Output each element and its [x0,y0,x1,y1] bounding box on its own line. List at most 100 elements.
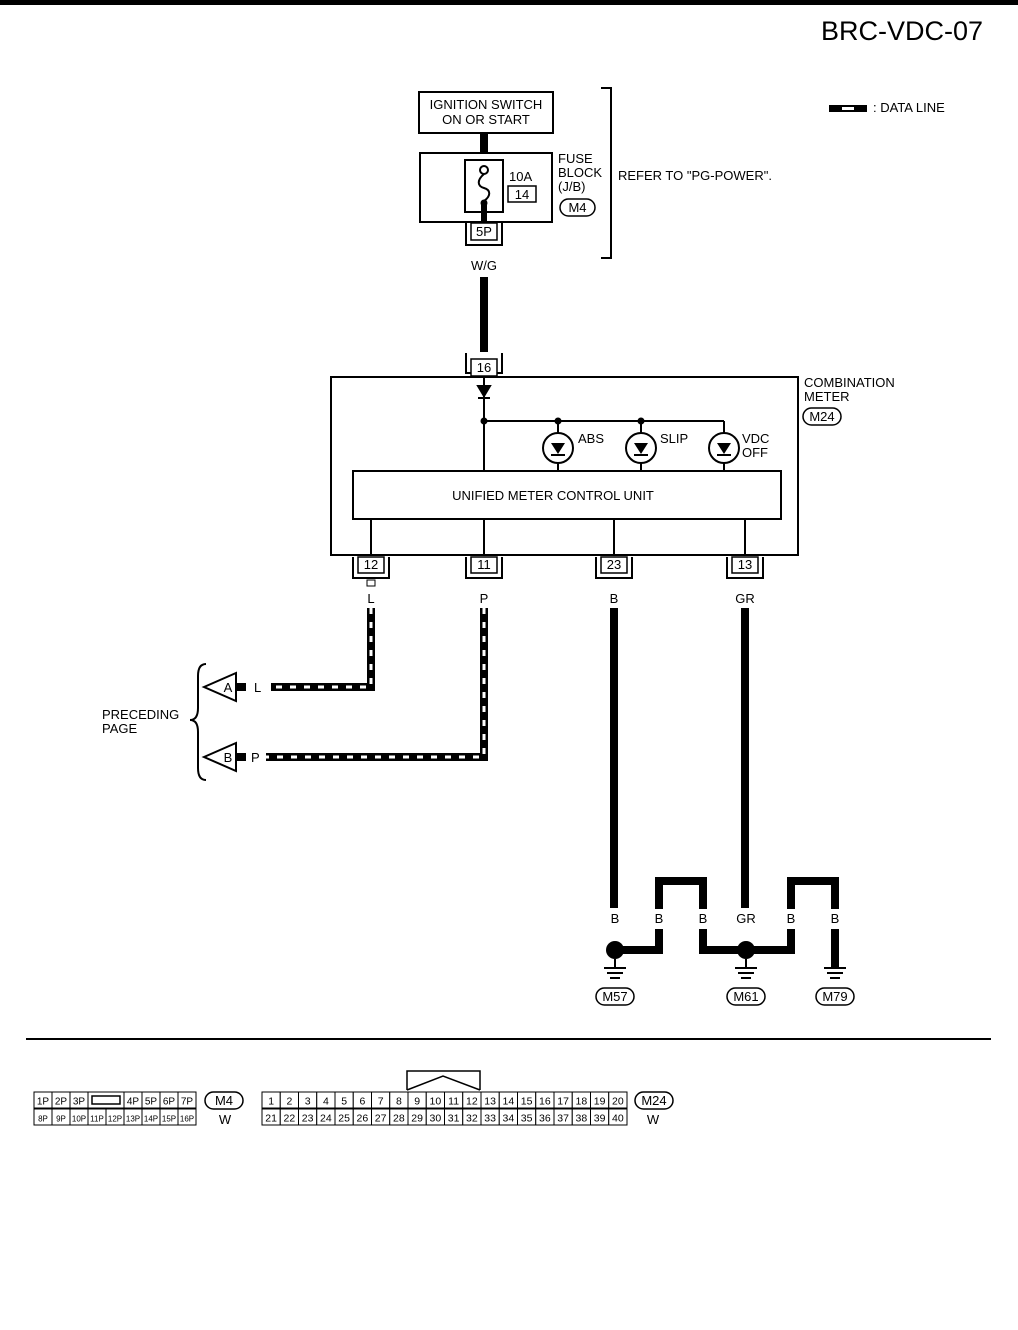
connector-pin [608,1091,628,1109]
fuse-number: 14 [515,187,529,202]
connector-pin-label: 13P [126,1115,140,1124]
connector-pin-label: 9P [56,1115,66,1124]
connector-key-slot [91,1095,121,1105]
meter-connector-id: M24 [809,409,834,424]
ignition-switch: IGNITION SWITCH ON OR START [418,91,554,134]
connector-pin-label: 40 [612,1113,624,1125]
connector-pin-label: 19 [594,1096,606,1108]
connector-pin-label: 5 [341,1096,347,1108]
connector-pin-label: 25 [338,1113,350,1125]
combination-meter [330,376,799,556]
svg-text:23: 23 [607,557,621,572]
refer-bracket [601,87,612,259]
data-line-legend: : DATA LINE [829,100,945,115]
connector-pin-label: 17 [557,1096,569,1108]
terminal-12: 12 [352,556,390,579]
ground-wire-label: B [831,911,840,926]
terminal-5p: 5P [465,222,503,246]
fuse-title-3: (J/B) [558,179,585,194]
connector-pin-label: 2 [286,1096,292,1108]
connector-pin-label: 29 [411,1113,423,1125]
slip-indicator-lamp-icon [625,432,657,464]
connector-pin-label: 14 [503,1096,515,1108]
m24-connector-color: W [647,1112,660,1127]
connector-pin-label: 35 [521,1113,533,1125]
fuse-element-icon [477,173,491,202]
m4-connector-color: W [219,1112,232,1127]
connector-pin [177,1108,197,1126]
connector-pin-label: 10P [72,1115,86,1124]
ignition-label-2: ON OR START [442,112,530,127]
connector-pin-label: 1 [268,1096,274,1108]
connector-pin-label: 11 [448,1096,459,1108]
ground-m61: M61 [726,941,766,1006]
connector-pin-label: 8 [396,1096,402,1108]
connector-pin-label: 10 [430,1096,442,1108]
connector-pin-label: 23 [302,1113,314,1125]
data-line-l [271,579,376,691]
ground-wire-label: B [699,911,708,926]
connector-pin-label: 6 [359,1096,365,1108]
data-line-p [266,608,488,761]
connector-pin-label: 4 [323,1096,329,1108]
svg-text:12: 12 [364,557,378,572]
connector-a-arrow-icon[interactable] [201,671,246,703]
abs-lamp-label: ABS [578,431,604,446]
connector-pin-label: 7 [378,1096,384,1108]
m4-connector-badge [204,1091,244,1110]
connector-pin-label: 30 [430,1113,442,1125]
connector-pin-label: 3 [305,1096,311,1108]
connector-pin-label: 22 [284,1113,296,1125]
vdc-lamp-label-2: OFF [742,445,768,460]
slip-lamp-label: SLIP [660,431,688,446]
svg-text:11: 11 [477,557,491,572]
connector-pin-label: 24 [320,1113,332,1125]
connector-pin-label: 20 [612,1096,624,1108]
m24-connector-badge [634,1091,674,1110]
ground-connector-id: M57 [602,989,627,1004]
ground-jumper-1 [615,877,746,954]
connector-pin-label: 9 [414,1096,420,1108]
power-wire-wg [480,277,488,352]
connector-pin-label: 3P [73,1097,86,1108]
meter-connector-badge [802,407,842,426]
wire-color-b: B [610,591,619,606]
connector-pin-label: 31 [448,1113,460,1125]
m4-connector-id: M4 [215,1093,233,1108]
fuse-connector-id: M4 [568,200,586,215]
connector-pin-label: 18 [576,1096,588,1108]
connector-pin-label: 38 [576,1113,588,1125]
terminal-13: 13 [726,556,764,579]
connector-pin-label: 14P [144,1115,158,1124]
connector-pin-label: 15P [162,1115,176,1124]
wire-color-gr: GR [735,591,755,606]
connector-pin-label: 36 [539,1113,551,1125]
fuse-amp: 10A [509,169,532,184]
connector-a-label: A [224,680,233,695]
connector-pin-label: 6P [163,1097,176,1108]
connector-pin-label: 5P [145,1097,158,1108]
meter-title-1: COMBINATION [804,375,895,390]
abs-warning-lamp-icon [542,432,574,464]
connector-pin-label: 12 [466,1096,478,1108]
ground-m79: M79 [815,967,855,1006]
connector-pin-label: 13 [484,1096,496,1108]
page-id: BRC-VDC-07 [821,16,983,46]
preceding-page-brace [189,663,207,781]
ground-wire-label: B [787,911,796,926]
preceding-page-label-2: PAGE [102,721,137,736]
wire-gr-m61 [741,608,749,908]
connector-pin-label: 4P [127,1097,140,1108]
terminal-23: 23 [595,556,633,579]
connector-b-arrow-icon[interactable] [201,741,246,773]
connector-pin-label: 26 [357,1113,369,1125]
connector-a-wire: L [254,680,261,695]
unified-meter-control-unit [352,470,782,520]
meter-internal-circuit [476,377,725,471]
preceding-page-label-1: PRECEDING [102,707,179,722]
m24-connector-id: M24 [641,1093,666,1108]
connector-pin-label: 37 [557,1113,569,1125]
control-unit-label: UNIFIED METER CONTROL UNIT [452,488,654,503]
